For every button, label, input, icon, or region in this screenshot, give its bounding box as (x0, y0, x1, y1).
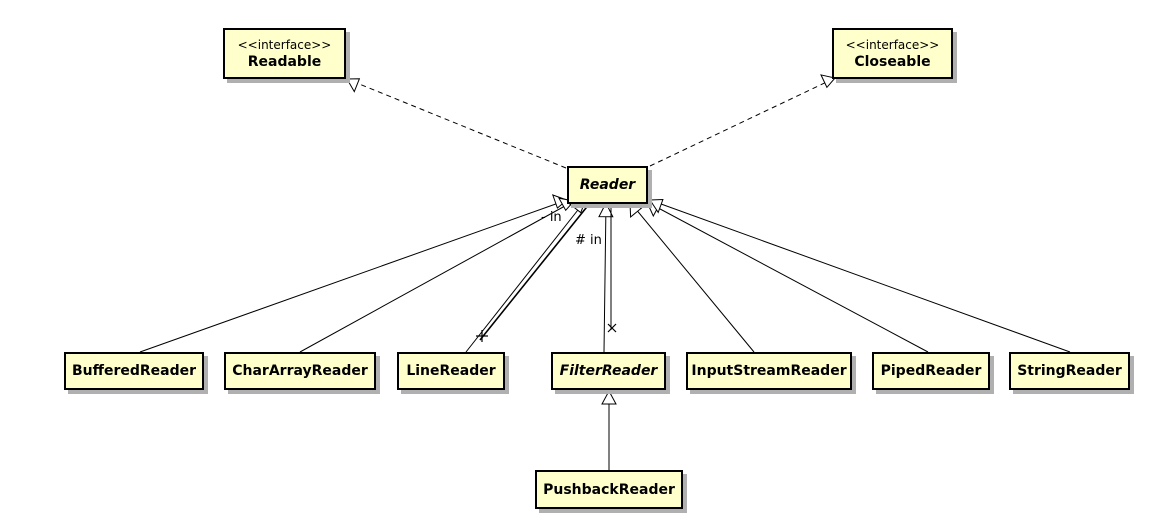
class-reader[interactable]: Reader (567, 166, 648, 204)
generalization-arrowhead-filterreader (598, 201, 614, 218)
generalization-bufferedreader (139, 199, 568, 353)
class-filterreader[interactable]: FilterReader (551, 352, 666, 390)
class-bufferedreader[interactable]: BufferedReader (64, 352, 204, 390)
association-label-linereader-in: - in (541, 210, 562, 225)
realization-reader-closeable (649, 77, 836, 167)
class-stringreader[interactable]: StringReader (1009, 352, 1130, 390)
stereotype-closeable: <<interface>> (845, 37, 940, 52)
class-pipedreader[interactable]: PipedReader (872, 352, 990, 390)
generalization-arrowhead-stringreader (649, 198, 664, 214)
generalization-linereader (465, 200, 586, 353)
class-name-stringreader: StringReader (1017, 363, 1122, 379)
realization-arrowhead-readable (346, 78, 361, 93)
generalization-chararrayreader (299, 200, 575, 353)
class-name-chararrayreader: CharArrayReader (232, 363, 368, 379)
class-readable[interactable]: <<interface>> Readable (223, 28, 346, 79)
class-inputstreamreader[interactable]: InputStreamReader (686, 352, 852, 390)
class-linereader[interactable]: LineReader (397, 352, 505, 390)
realization-reader-readable (346, 78, 567, 169)
generalization-pipedreader (646, 201, 929, 353)
class-name-closeable: Closeable (854, 53, 931, 70)
association-label-filterreader-in: # in (575, 233, 602, 248)
generalization-stringreader (649, 199, 1071, 353)
stereotype-readable: <<interface>> (237, 37, 332, 52)
class-name-inputstreamreader: InputStreamReader (691, 363, 847, 379)
class-name-linereader: LineReader (406, 363, 496, 379)
class-name-reader: Reader (579, 177, 636, 193)
class-pushbackreader[interactable]: PushbackReader (535, 470, 683, 509)
class-chararrayreader[interactable]: CharArrayReader (224, 352, 376, 390)
class-name-filterreader: FilterReader (559, 363, 658, 379)
generalization-arrowhead-pushbackreader (601, 389, 617, 405)
class-name-pipedreader: PipedReader (880, 363, 982, 379)
realization-arrowhead-closeable (820, 74, 836, 89)
generalization-inputstreamreader (629, 201, 755, 353)
class-name-bufferedreader: BufferedReader (71, 363, 197, 379)
association-linereader-in (479, 202, 591, 341)
class-closeable[interactable]: <<interface>> Closeable (832, 28, 953, 79)
generalization-arrowhead-inputstreamreader (629, 201, 643, 219)
generalization-filterreader (603, 202, 607, 353)
class-name-pushbackreader: PushbackReader (543, 481, 675, 498)
association-x-filterreader-b (607, 323, 617, 333)
class-name-readable: Readable (247, 53, 322, 70)
